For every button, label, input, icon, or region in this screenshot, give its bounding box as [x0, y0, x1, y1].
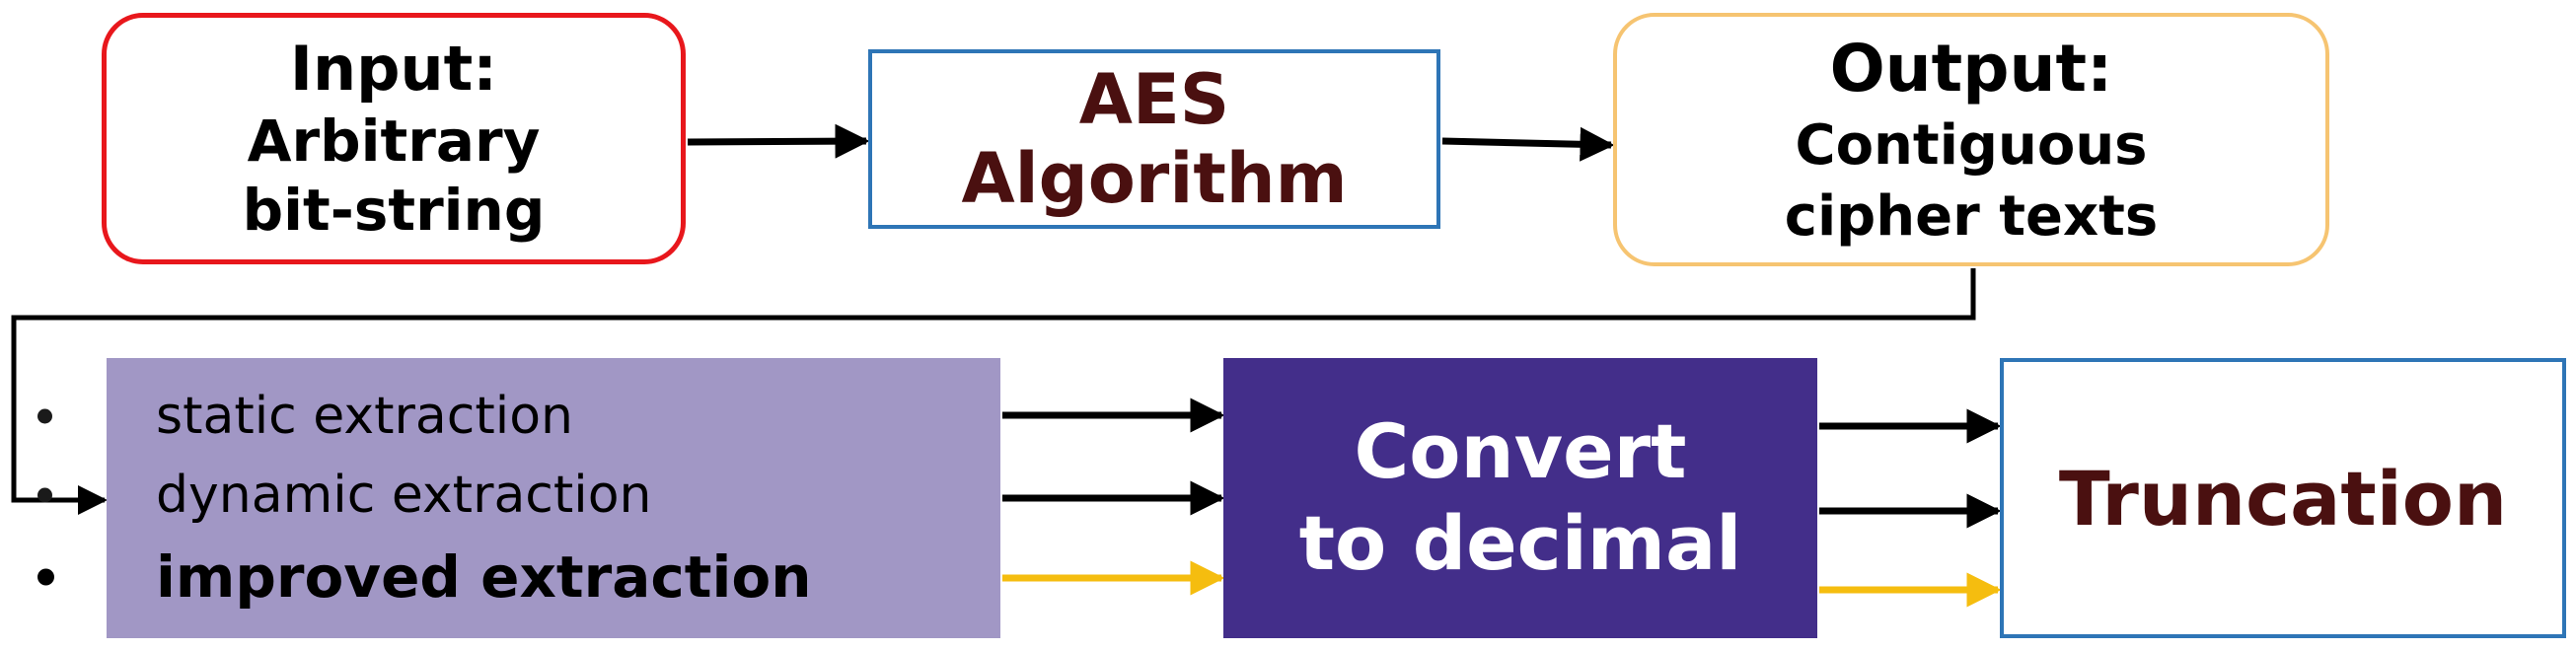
output-line-2: Contiguous: [1795, 113, 2148, 179]
list-item-dynamic-extraction: dynamic extraction: [0, 456, 2576, 535]
extraction-methods-node: [107, 358, 1000, 638]
static-extraction-label: static extraction: [156, 387, 573, 446]
output-node: Output: Contiguous cipher texts: [1613, 13, 2329, 266]
input-title: Input:: [289, 32, 498, 105]
output-line-3: cipher texts: [1784, 183, 2159, 249]
convert-line-1: Convert: [1354, 407, 1687, 496]
arrow-input-to-aes: [687, 123, 870, 159]
aes-algorithm-node: AES Algorithm: [868, 49, 1440, 229]
output-title: Output:: [1829, 30, 2113, 107]
bullet-icon: [37, 487, 52, 503]
list-item-static-extraction: static extraction: [0, 377, 2576, 456]
input-node: Input: Arbitrary bit-string: [102, 13, 686, 264]
aes-line-2: Algorithm: [961, 138, 1348, 219]
bullet-icon: [37, 408, 52, 424]
list-item-improved-extraction: improved extraction: [0, 538, 2576, 616]
truncation-label: Truncation: [2058, 454, 2508, 542]
aes-line-1: AES: [1078, 58, 1230, 140]
input-line-2: Arbitrary: [247, 107, 541, 175]
convert-to-decimal-node: Convert to decimal: [1223, 358, 1817, 638]
truncation-node: Truncation: [2000, 358, 2566, 638]
arrow-aes-to-output: [1441, 126, 1615, 162]
bullet-icon: [37, 568, 54, 586]
convert-line-2: to decimal: [1298, 499, 1742, 587]
improved-extraction-label: improved extraction: [156, 543, 812, 611]
input-line-3: bit-string: [242, 177, 546, 245]
dynamic-extraction-label: dynamic extraction: [156, 466, 652, 525]
